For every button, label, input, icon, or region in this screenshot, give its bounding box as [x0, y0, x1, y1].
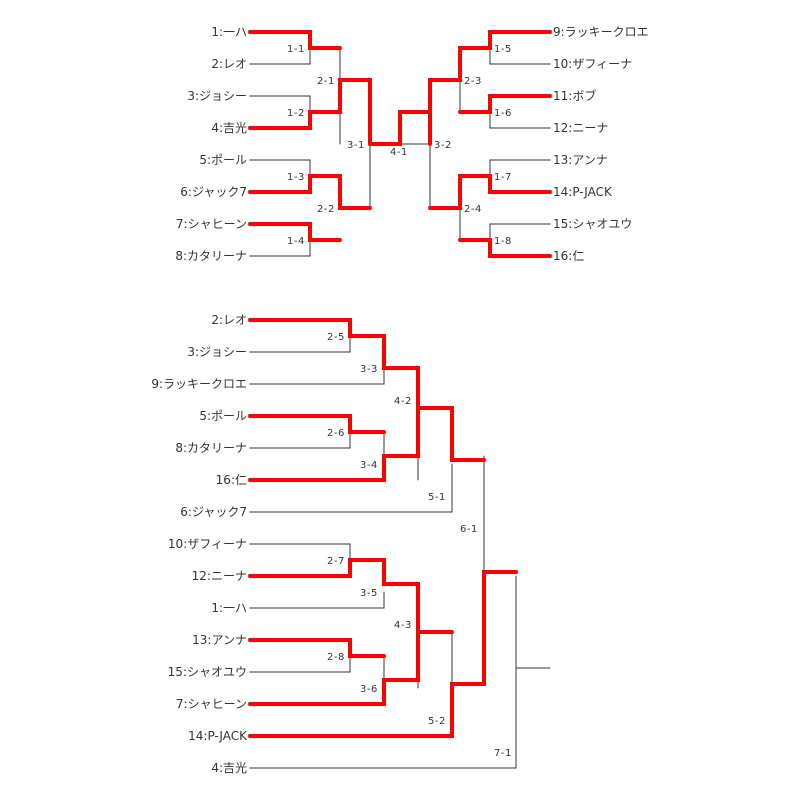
player-label: 1:一ハ	[211, 601, 247, 615]
winner-path	[248, 638, 386, 658]
bracket-line	[249, 591, 385, 609]
match-label: 1-3	[287, 172, 305, 183]
bracket-labels: 1:一ハ 2:レオ 3:ジョシー 4:吉光 5:ポール 6:ジャック7 7:シャ…	[151, 25, 648, 775]
bracket-line	[489, 47, 551, 65]
player-label: 4:吉光	[211, 761, 247, 775]
match-label: 7-1	[494, 748, 512, 759]
bracket-line	[339, 143, 371, 209]
match-label: 3-2	[434, 140, 452, 151]
player-label: 6:ジャック7	[180, 505, 247, 519]
match-label: 2-8	[327, 652, 345, 663]
player-label: 11:ボブ	[553, 88, 596, 103]
bracket-line	[249, 159, 311, 177]
match-label: 2-1	[317, 76, 335, 87]
winner-path	[458, 94, 552, 114]
winner-path	[248, 30, 342, 50]
winner-path	[458, 238, 552, 258]
match-label: 1-4	[287, 236, 305, 247]
bracket-line	[249, 431, 351, 449]
player-label: 4:吉光	[211, 121, 247, 135]
match-label: 1-1	[287, 44, 305, 55]
player-label: 9:ラッキークロエ	[151, 377, 247, 391]
bracket-line	[249, 95, 311, 113]
match-label: 4-1	[390, 147, 408, 158]
bracket-line	[249, 47, 311, 65]
bracket-lines	[248, 30, 552, 769]
match-label: 2-4	[464, 204, 482, 215]
player-label: 14:P-JACK	[553, 185, 613, 199]
player-label: 15:シャオユウ	[553, 217, 632, 231]
player-label: 15:シャオユウ	[168, 665, 247, 679]
winner-path	[248, 414, 386, 434]
winner-path	[248, 318, 486, 462]
bracket-line	[249, 463, 453, 513]
winner-path	[368, 110, 432, 146]
player-label: 5:ポール	[199, 409, 247, 423]
player-label: 1:一ハ	[211, 25, 247, 39]
player-label: 16:仁	[216, 473, 247, 487]
match-label: 3-5	[360, 588, 378, 599]
winner-path	[248, 630, 420, 706]
bracket-line	[249, 543, 351, 561]
player-label: 5:ポール	[199, 153, 247, 167]
winner-path	[248, 570, 518, 738]
player-label: 14:P-JACK	[188, 729, 248, 743]
player-label: 7:シャヒーン	[176, 697, 247, 711]
player-label: 13:アンナ	[192, 633, 247, 647]
match-label: 1-5	[494, 44, 512, 55]
player-label: 10:ザフィーナ	[168, 537, 247, 551]
winner-path	[428, 30, 552, 114]
match-label: 3-4	[360, 460, 378, 471]
match-label: 2-2	[317, 204, 335, 215]
match-label: 5-1	[428, 492, 446, 503]
winner-path	[248, 558, 454, 634]
bracket-line	[249, 655, 351, 673]
match-label: 4-3	[394, 620, 412, 631]
player-label: 8:カタリーナ	[175, 441, 247, 455]
bracket-line	[249, 575, 517, 769]
bracket-line	[249, 239, 311, 257]
player-label: 12:ニーナ	[192, 569, 247, 583]
player-label: 16:仁	[553, 249, 584, 263]
match-label: 1-6	[494, 108, 512, 119]
match-label: 2-3	[464, 76, 482, 87]
player-label: 9:ラッキークロエ	[553, 25, 649, 39]
player-label: 10:ザフィーナ	[553, 57, 632, 71]
player-label: 8:カタリーナ	[175, 249, 247, 263]
bracket-line	[489, 159, 551, 177]
match-label: 2-7	[327, 556, 345, 567]
player-label: 7:シャヒーン	[176, 217, 247, 231]
match-label: 4-2	[394, 396, 412, 407]
bracket-line	[249, 335, 351, 353]
match-label: 3-1	[347, 140, 365, 151]
match-label: 2-6	[327, 428, 345, 439]
match-label: 2-5	[327, 332, 345, 343]
match-label: 3-3	[360, 364, 378, 375]
player-label: 12:ニーナ	[553, 121, 608, 135]
match-label: 5-2	[428, 716, 446, 727]
player-label: 13:アンナ	[553, 153, 608, 167]
player-label: 6:ジャック7	[180, 185, 247, 199]
bracket-line	[489, 111, 551, 129]
player-label: 2:レオ	[211, 313, 247, 327]
winner-path	[248, 174, 372, 210]
winner-path	[428, 174, 552, 210]
bracket-line	[489, 223, 551, 241]
winner-path	[248, 222, 342, 242]
winner-path	[248, 406, 420, 482]
match-label: 1-7	[494, 172, 512, 183]
player-label: 3:ジョシー	[187, 89, 247, 103]
match-label: 3-6	[360, 684, 378, 695]
match-label: 1-8	[494, 236, 512, 247]
player-label: 3:ジョシー	[187, 345, 247, 359]
match-label: 1-2	[287, 108, 305, 119]
winner-path	[248, 78, 372, 146]
bracket-line	[249, 367, 385, 385]
player-label: 2:レオ	[211, 57, 247, 71]
match-label: 6-1	[460, 524, 478, 535]
